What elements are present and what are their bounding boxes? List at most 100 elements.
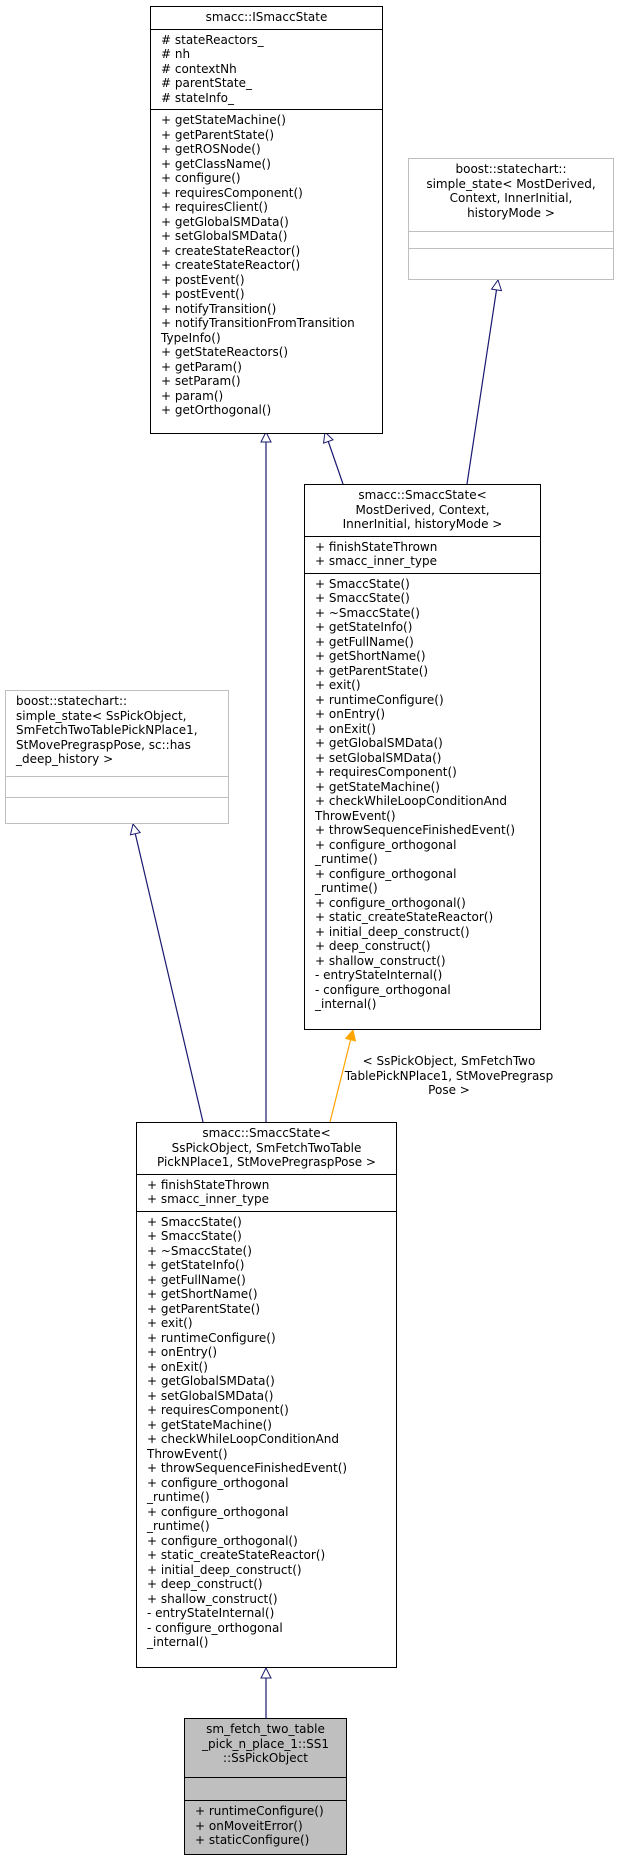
- member-line: + throwSequenceFinishedEvent(): [147, 1461, 348, 1475]
- member-line: - configure_orthogonal: [147, 1620, 283, 1635]
- member-line: + runtimeConfigure(): [195, 1804, 324, 1818]
- member-line: + configure_orthogonal: [147, 1504, 289, 1519]
- member-line: _internal(): [315, 997, 377, 1011]
- member-line: + configure_orthogonal(): [147, 1533, 298, 1548]
- member-line: + param(): [161, 388, 224, 403]
- member-line: + SmaccState(): [315, 576, 410, 591]
- methods-section: + SmaccState()+ SmaccState()+ ~SmaccStat…: [305, 572, 540, 1016]
- member-line: + createStateReactor(): [161, 243, 301, 258]
- member-line: + onMoveitError(): [195, 1818, 303, 1833]
- methods-section: + runtimeConfigure()+ onMoveitError()+ s…: [185, 1800, 346, 1852]
- member-line: _runtime(): [147, 1490, 210, 1504]
- member-line: # contextNh: [161, 61, 237, 76]
- member-line: _runtime(): [315, 881, 378, 895]
- member-line: _internal(): [147, 1635, 209, 1649]
- member-line: + getROSNode(): [161, 142, 261, 156]
- member-line: + postEvent(): [161, 287, 245, 301]
- member-line: + SmaccState(): [147, 1229, 242, 1243]
- attributes-section: [185, 1777, 346, 1800]
- member-line: + getParam(): [161, 359, 242, 374]
- member-line: + checkWhileLoopConditionAnd: [147, 1432, 339, 1446]
- class-simple-state-generic[interactable]: boost::statechart:: simple_state< MostDe…: [408, 158, 614, 280]
- member-line: ThrowEvent(): [315, 808, 396, 823]
- methods-section: [6, 797, 228, 818]
- member-line: + onExit(): [315, 721, 376, 736]
- member-line: - entryStateInternal(): [315, 968, 443, 982]
- class-title: smacc::SmaccState< SsPickObject, SmFetch…: [156, 1126, 376, 1169]
- member-line: + deep_construct(): [147, 1577, 263, 1591]
- class-title: boost::statechart:: simple_state< MostDe…: [426, 162, 596, 220]
- member-line: + getClassName(): [161, 156, 271, 171]
- methods-section: [409, 248, 613, 269]
- class-isstate[interactable]: smacc::ISmaccState # stateReactors_# nh#…: [150, 6, 383, 434]
- member-line: + requiresComponent(): [315, 765, 457, 779]
- member-line: TypeInfo(): [161, 330, 221, 345]
- methods-section: + SmaccState()+ SmaccState()+ ~SmaccStat…: [137, 1210, 396, 1654]
- methods-section: + getStateMachine()+ getParentState()+ g…: [151, 109, 382, 422]
- member-line: + runtimeConfigure(): [315, 692, 444, 707]
- class-smaccstate-template[interactable]: smacc::SmaccState< MostDerived, Context,…: [304, 484, 541, 1030]
- member-line: + getStateMachine(): [161, 113, 286, 127]
- member-line: + getParentState(): [161, 127, 275, 142]
- member-line: + notifyTransitionFromTransition: [161, 316, 355, 330]
- member-line: + requiresComponent(): [147, 1403, 289, 1417]
- member-line: + smacc_inner_type: [315, 554, 438, 568]
- member-line: _runtime(): [147, 1519, 210, 1533]
- member-line: + onEntry(): [315, 707, 386, 721]
- class-sspickobject[interactable]: sm_fetch_two_table _pick_n_place_1::SS1 …: [184, 1718, 347, 1855]
- member-line: + onEntry(): [147, 1345, 218, 1359]
- member-line: + getParentState(): [147, 1301, 261, 1316]
- class-simple-state-specific[interactable]: boost::statechart:: simple_state< SsPick…: [5, 690, 229, 824]
- member-line: + throwSequenceFinishedEvent(): [315, 823, 516, 837]
- member-line: + setParam(): [161, 374, 241, 388]
- member-line: # stateInfo_: [161, 90, 234, 105]
- member-line: + deep_construct(): [315, 939, 431, 953]
- member-line: - entryStateInternal(): [147, 1606, 275, 1620]
- member-line: + staticConfigure(): [195, 1833, 310, 1847]
- member-line: # nh: [161, 47, 191, 61]
- member-line: + getStateMachine(): [147, 1417, 272, 1432]
- class-smaccstate-instance[interactable]: smacc::SmaccState< SsPickObject, SmFetch…: [136, 1122, 397, 1668]
- member-line: + configure_orthogonal(): [315, 895, 466, 910]
- member-line: + getOrthogonal(): [161, 403, 272, 417]
- member-line: + postEvent(): [161, 272, 245, 287]
- edge-smaccstate-instance-to-simple-state-specific: [133, 824, 204, 1123]
- class-title: smacc::ISmaccState: [205, 10, 328, 24]
- class-title: smacc::SmaccState< MostDerived, Context,…: [342, 488, 503, 531]
- class-title: sm_fetch_two_table _pick_n_place_1::SS1 …: [202, 1722, 329, 1765]
- member-line: + getStateInfo(): [315, 620, 413, 634]
- member-line: + getParentState(): [315, 663, 429, 678]
- member-line: + getGlobalSMData(): [147, 1374, 275, 1388]
- member-line: + getFullName(): [315, 634, 414, 649]
- member-line: + configure(): [161, 171, 241, 185]
- member-line: + initial_deep_construct(): [315, 924, 470, 939]
- member-line: # parentState_: [161, 76, 252, 90]
- member-line: + getFullName(): [147, 1272, 246, 1287]
- member-line: + getGlobalSMData(): [161, 214, 289, 229]
- member-line: + shallow_construct(): [147, 1591, 278, 1606]
- member-line: + shallow_construct(): [315, 953, 446, 968]
- member-line: + notifyTransition(): [161, 301, 277, 316]
- member-line: + SmaccState(): [315, 591, 410, 605]
- member-line: _runtime(): [315, 852, 378, 866]
- member-line: + setGlobalSMData(): [315, 750, 442, 765]
- attributes-section: + finishStateThrown+ smacc_inner_type: [305, 535, 540, 573]
- attributes-section: [409, 231, 613, 248]
- member-line: + getStateMachine(): [315, 779, 440, 794]
- member-line: + static_createStateReactor(): [147, 1548, 326, 1562]
- attributes-section: + finishStateThrown+ smacc_inner_type: [137, 1173, 396, 1211]
- member-line: + ~SmaccState(): [315, 605, 420, 620]
- member-line: ThrowEvent(): [147, 1446, 228, 1461]
- member-line: + requiresClient(): [161, 200, 268, 214]
- member-line: + setGlobalSMData(): [161, 229, 288, 243]
- attributes-section: # stateReactors_# nh# contextNh# parentS…: [151, 28, 382, 110]
- edge-smaccstate-template-to-simple-state-generic: [466, 280, 498, 485]
- member-line: + runtimeConfigure(): [147, 1330, 276, 1345]
- member-line: + exit(): [315, 678, 361, 692]
- member-line: + configure_orthogonal: [315, 837, 457, 852]
- member-line: + requiresComponent(): [161, 185, 303, 200]
- member-line: + exit(): [147, 1316, 193, 1330]
- member-line: + getShortName(): [147, 1287, 258, 1301]
- member-line: + SmaccState(): [147, 1214, 242, 1229]
